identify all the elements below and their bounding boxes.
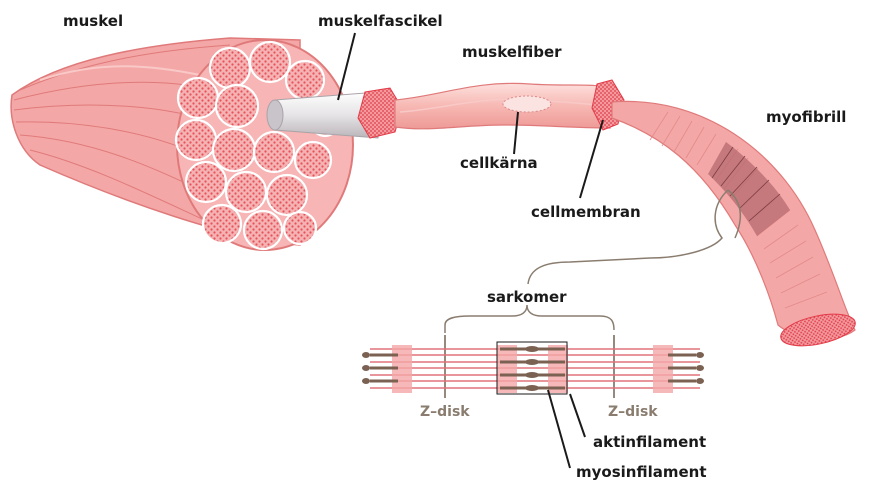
label-zdisk-left: Z–disk	[420, 403, 470, 421]
muscle-body	[11, 38, 402, 250]
leader-myosinfilament	[548, 390, 570, 468]
label-zdisk-right: Z–disk	[608, 403, 658, 421]
label-myosinfilament: myosinfilament	[576, 463, 707, 481]
label-aktinfilament: aktinfilament	[593, 433, 706, 451]
myofibril	[612, 101, 858, 351]
leader-muskelfascikel	[338, 33, 355, 100]
label-muskel: muskel	[63, 12, 123, 30]
muscle-fiber	[395, 80, 624, 130]
sarcomere-schematic	[362, 335, 704, 398]
label-sarkomer: sarkomer	[487, 288, 567, 306]
label-muskelfiber: muskelfiber	[462, 43, 562, 61]
leader-cellmembran	[580, 120, 603, 198]
leader-aktinfilament	[570, 394, 585, 437]
label-myofibrill: myofibrill	[766, 108, 846, 126]
label-muskelfascikel: muskelfascikel	[318, 12, 443, 30]
label-cellkarna: cellkärna	[460, 154, 538, 172]
label-cellmembran: cellmembran	[531, 203, 641, 221]
